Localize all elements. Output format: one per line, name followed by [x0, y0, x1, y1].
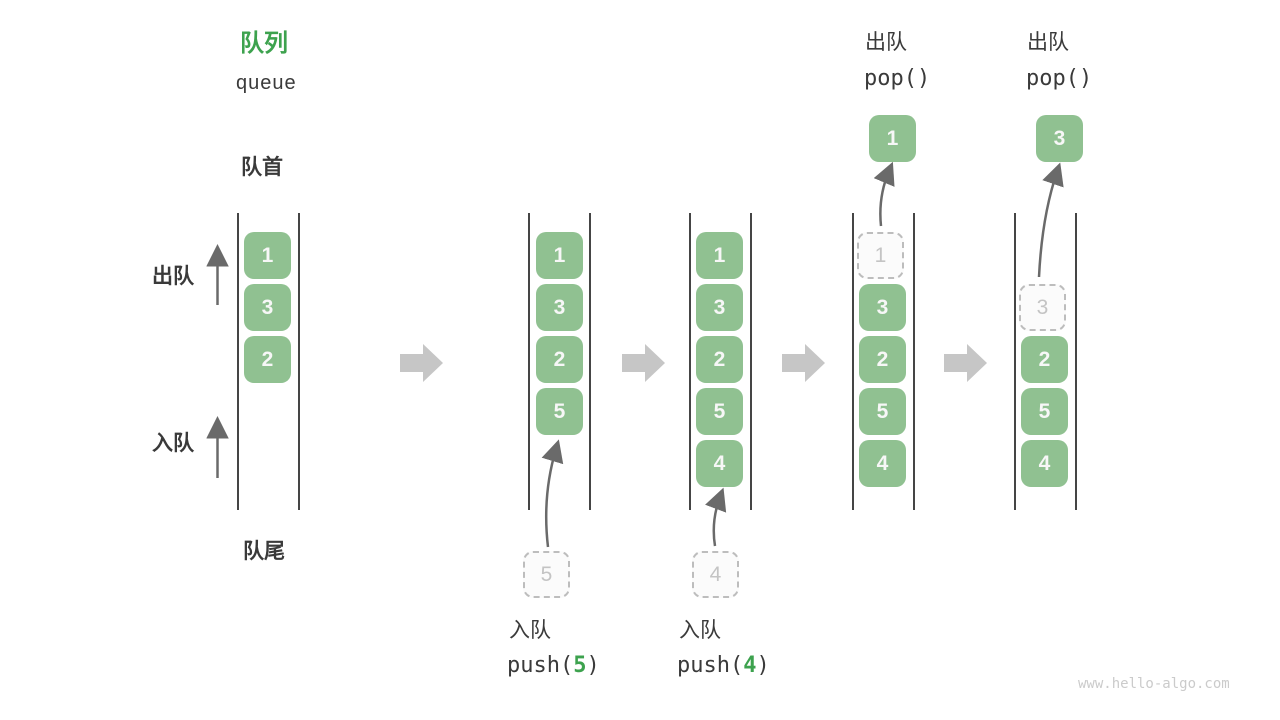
- push4-operation-label: 入队: [679, 619, 721, 642]
- pop1-operation-label: 出队: [865, 31, 907, 54]
- pop2-operation-label: 出队: [1027, 31, 1069, 54]
- queue-block: 3: [244, 284, 291, 331]
- queue-wall-line: [528, 213, 530, 510]
- queue-block: 2: [696, 336, 743, 383]
- queue-block: 4: [859, 440, 906, 487]
- push5-operation-label: 入队: [509, 619, 551, 642]
- pop1-curved-arrow-icon: [873, 161, 895, 227]
- queue-wall-line: [913, 213, 915, 510]
- queue-block: 5: [1021, 388, 1068, 435]
- queue-wall-line: [1014, 213, 1016, 510]
- queue-wall-line: [852, 213, 854, 510]
- queue-block: 5: [536, 388, 583, 435]
- enqueue-side-label: 入队: [152, 432, 194, 455]
- pop3-curved-arrow-icon: [1037, 162, 1064, 278]
- queue-wall-line: [750, 213, 752, 510]
- push5-operation-code: push(5): [507, 655, 600, 677]
- pop1-operation-code: pop(): [864, 66, 931, 91]
- incoming-ghost-block: 4: [692, 551, 739, 598]
- removed-ghost-block: 3: [1019, 284, 1066, 331]
- push4-code-suffix: ): [756, 653, 770, 678]
- push5-code-arg: 5: [573, 653, 587, 678]
- push4-code-prefix: push(: [677, 653, 744, 678]
- transition-arrow-right-icon: [622, 344, 665, 382]
- diagram-title: 队列: [240, 30, 288, 57]
- queue-block: 4: [696, 440, 743, 487]
- queue-block: 4: [1021, 440, 1068, 487]
- queue-block: 2: [244, 336, 291, 383]
- queue-block: 2: [859, 336, 906, 383]
- queue-block: 1: [696, 232, 743, 279]
- removed-ghost-block: 1: [857, 232, 904, 279]
- queue-front-label: 队首: [241, 156, 283, 179]
- queue-block: 3: [859, 284, 906, 331]
- queue-wall-line: [1075, 213, 1077, 510]
- push4-code-arg: 4: [743, 653, 757, 678]
- queue-block: 2: [1021, 336, 1068, 383]
- queue-wall-line: [298, 213, 300, 510]
- watermark: www.hello-algo.com: [1078, 676, 1230, 692]
- queue-wall-line: [237, 213, 239, 510]
- queue-wall-line: [689, 213, 691, 510]
- queue-block: 3: [536, 284, 583, 331]
- queue-block: 2: [536, 336, 583, 383]
- pop2-operation-code: pop(): [1026, 66, 1093, 91]
- queue-block: 5: [859, 388, 906, 435]
- dequeue-side-label: 出队: [152, 265, 194, 288]
- push5-code-prefix: push(: [507, 653, 574, 678]
- queue-block: 1: [536, 232, 583, 279]
- queue-rear-label: 队尾: [243, 540, 285, 563]
- diagram-subtitle: queue: [236, 72, 297, 94]
- popped-block: 1: [869, 115, 916, 162]
- push5-curved-arrow-icon: [541, 439, 564, 548]
- queue-block: 5: [696, 388, 743, 435]
- queue-wall-line: [589, 213, 591, 510]
- incoming-ghost-block: 5: [523, 551, 570, 598]
- transition-arrow-right-icon: [944, 344, 987, 382]
- popped-block: 3: [1036, 115, 1083, 162]
- transition-arrow-right-icon: [400, 344, 443, 382]
- push4-curved-arrow-icon: [705, 487, 727, 547]
- push5-code-suffix: ): [586, 653, 600, 678]
- push4-operation-code: push(4): [677, 655, 770, 677]
- transition-arrow-right-icon: [782, 344, 825, 382]
- queue-block: 1: [244, 232, 291, 279]
- queue-block: 3: [696, 284, 743, 331]
